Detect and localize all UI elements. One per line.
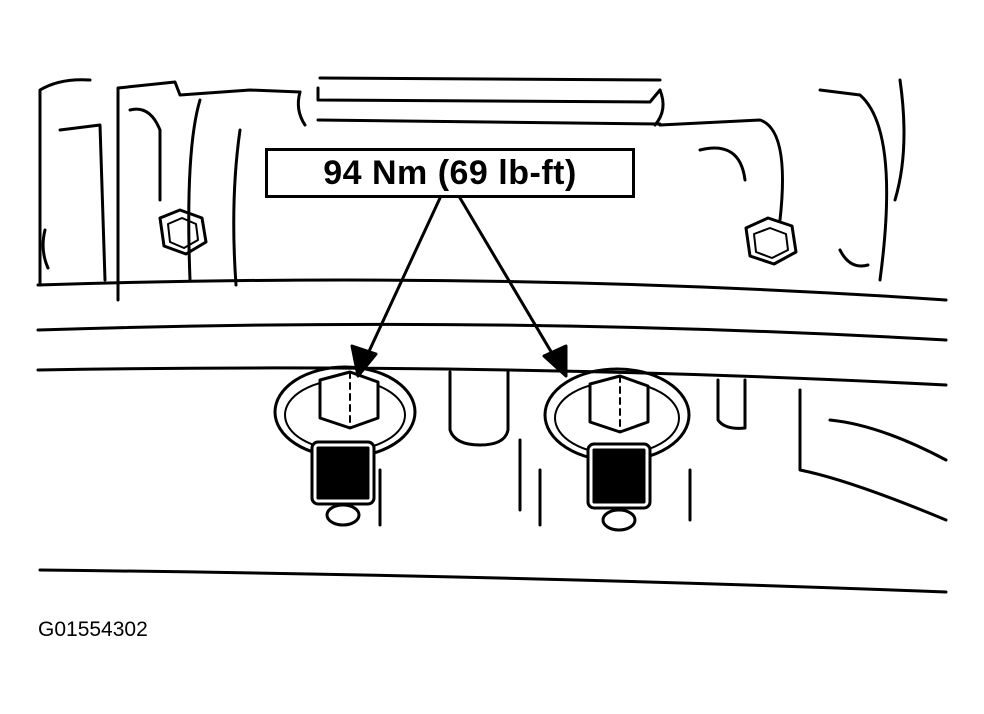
torque-label: 94 Nm (69 lb-ft) — [323, 153, 577, 192]
leader-arrow-left — [350, 196, 442, 378]
leader-arrow-right — [458, 196, 568, 378]
lower-bracket — [378, 370, 948, 527]
upper-housing — [38, 76, 906, 302]
upper-bolt-left — [158, 208, 208, 256]
flange-nut-left — [273, 365, 417, 527]
stud-threads-right — [592, 448, 646, 504]
figure-code: G01554302 — [38, 618, 148, 641]
stud-threads-left — [316, 446, 370, 500]
flange-nut-right — [543, 367, 691, 532]
upper-bolt-right — [744, 216, 798, 266]
torque-callout: 94 Nm (69 lb-ft) — [265, 148, 635, 198]
frame-rail — [36, 278, 948, 594]
